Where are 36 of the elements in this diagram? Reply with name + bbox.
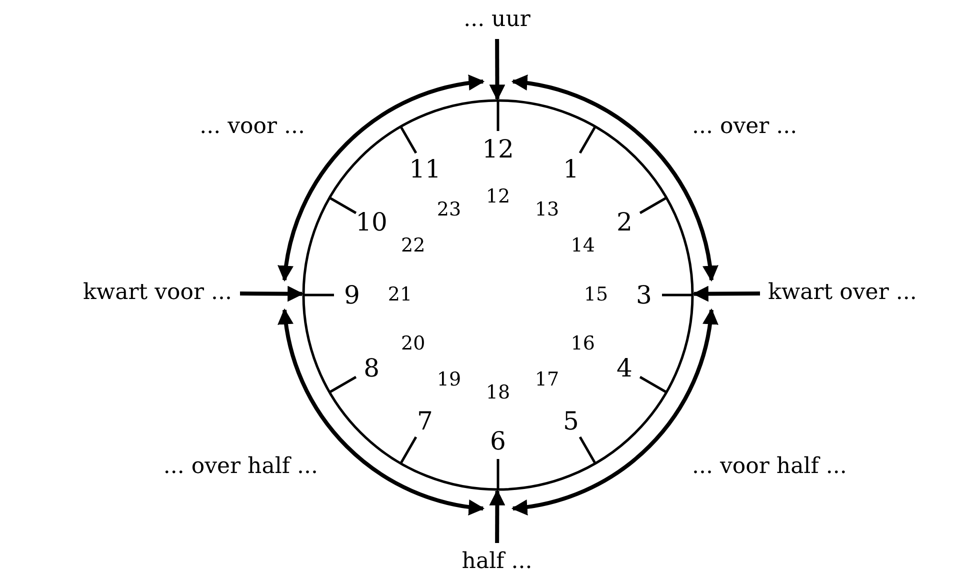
hour-24-number: 12 — [486, 188, 510, 206]
hour-number: 9 — [344, 282, 360, 308]
arrow — [489, 489, 506, 543]
hour-number: 7 — [417, 408, 433, 434]
hour-number: 11 — [409, 156, 441, 182]
arrow — [240, 286, 304, 302]
time-label: half ... — [462, 551, 532, 573]
hour-24-number: 15 — [584, 286, 608, 304]
hour-24-number: 17 — [534, 370, 560, 390]
hour-24-number: 16 — [570, 334, 595, 354]
time-label: ... voor half ... — [692, 456, 847, 478]
arrow — [692, 286, 760, 302]
hour-number: 6 — [490, 428, 506, 454]
hour-number: 1 — [563, 156, 579, 182]
hour-number: 5 — [563, 408, 579, 434]
hour-number: 2 — [616, 210, 632, 234]
hour-24-number: 21 — [388, 286, 412, 304]
hour-24-number: 19 — [436, 370, 462, 390]
hour-number: 10 — [356, 210, 388, 234]
hour-number: 12 — [482, 136, 514, 162]
time-label: ... voor ... — [200, 116, 305, 138]
hour-number: 8 — [364, 356, 380, 380]
time-label: ... uur — [464, 9, 530, 31]
arrow — [489, 39, 506, 101]
hour-number: 4 — [616, 356, 632, 380]
time-label: ... over ... — [692, 116, 798, 138]
hour-24-number: 20 — [401, 334, 426, 354]
hour-number: 3 — [636, 282, 652, 308]
hour-24-number: 23 — [436, 200, 462, 220]
hour-24-number: 22 — [401, 236, 426, 256]
hour-24-number: 13 — [534, 200, 560, 220]
hour-24-number: 14 — [570, 236, 595, 256]
time-label: kwart voor ... — [82, 282, 232, 304]
hour-24-number: 18 — [486, 384, 510, 402]
time-label: kwart over ... — [768, 282, 917, 304]
time-label: ... over half ... — [163, 456, 318, 478]
